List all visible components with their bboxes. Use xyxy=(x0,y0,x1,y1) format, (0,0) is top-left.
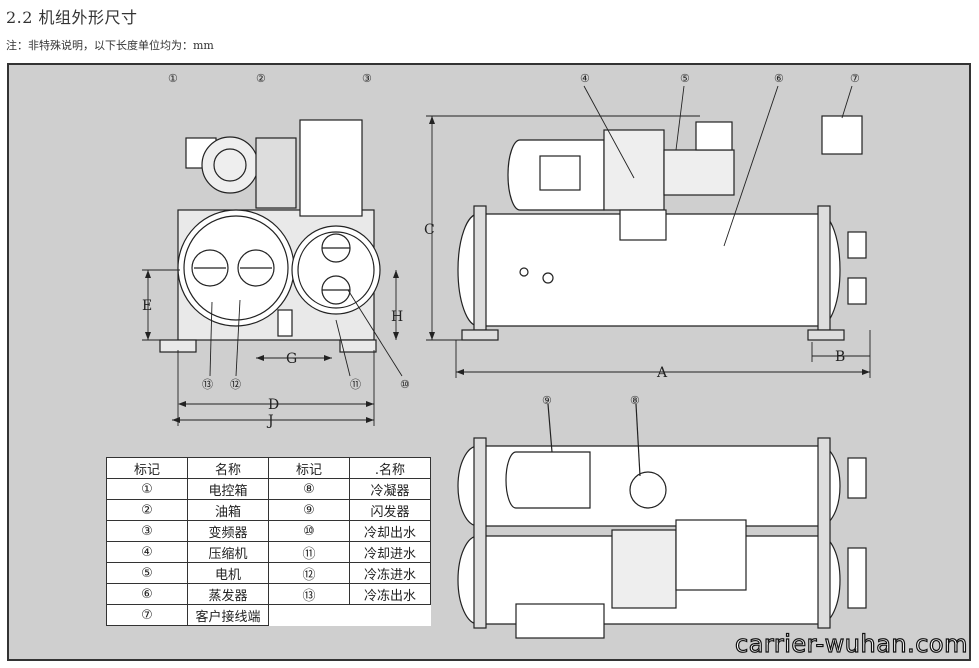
legend-cell: 客户接线端 xyxy=(187,604,269,626)
condenser-end xyxy=(291,225,381,315)
legend-cell: 电控箱 xyxy=(187,478,269,500)
legend-cell: ③ xyxy=(106,520,188,542)
legend-cell: 油箱 xyxy=(187,499,269,521)
legend-cell: 压缩机 xyxy=(187,541,269,563)
legend-cell: ④ xyxy=(106,541,188,563)
dim-h: H xyxy=(391,309,403,325)
dim-d: D xyxy=(268,397,279,413)
callout-10: ⑩ xyxy=(400,378,410,391)
side-view xyxy=(457,115,867,341)
callout-12: ⑫ xyxy=(230,378,241,391)
legend-cell: ⑧ xyxy=(268,478,350,500)
legend-row: ⑦ 客户接线端 xyxy=(106,604,431,626)
legend-header-row: 标记 名称 标记 .名称 xyxy=(106,457,431,479)
callout-7: ⑦ xyxy=(850,72,860,85)
flash-tank xyxy=(505,451,591,509)
legend-empty-cell xyxy=(269,605,350,626)
dim-b: B xyxy=(835,349,845,365)
legend-cell: 冷冻出水 xyxy=(349,583,431,605)
dim-c: C xyxy=(424,222,435,238)
legend-empty-cell xyxy=(350,605,431,626)
legend-cell: ⑦ xyxy=(106,604,188,626)
legend-cell: 冷却出水 xyxy=(349,520,431,542)
legend-cell: 冷冻进水 xyxy=(349,562,431,584)
dim-a: A xyxy=(656,365,668,381)
legend-cell: ⑪ xyxy=(268,541,350,563)
legend-cell: ⑬ xyxy=(268,583,350,605)
callout-5: ⑤ xyxy=(680,72,690,85)
callout-11: ⑪ xyxy=(350,378,361,391)
legend-cell: ⑥ xyxy=(106,583,188,605)
legend-cell: 冷却进水 xyxy=(349,541,431,563)
callout-3: ③ xyxy=(362,72,372,85)
page-title: 2.2 机组外形尺寸 xyxy=(6,8,138,27)
legend-cell: ⑫ xyxy=(268,562,350,584)
callout-13: ⑬ xyxy=(202,378,213,391)
legend-cell: 变频器 xyxy=(187,520,269,542)
site-watermark: carrier-wuhan.com xyxy=(734,629,968,658)
legend-cell: ⑤ xyxy=(106,562,188,584)
top-view xyxy=(457,403,867,639)
legend-cell: ⑩ xyxy=(268,520,350,542)
compressor xyxy=(603,129,665,211)
dim-g: G xyxy=(286,351,297,367)
callout-2: ② xyxy=(256,72,266,85)
callout-4: ④ xyxy=(580,72,590,85)
legend-cell: 蒸发器 xyxy=(187,583,269,605)
callout-6: ⑥ xyxy=(774,72,784,85)
legend-row: ⑤ 电机 ⑫ 冷冻进水 xyxy=(106,562,431,584)
callout-8: ⑧ xyxy=(630,394,640,407)
legend-row: ① 电控箱 ⑧ 冷凝器 xyxy=(106,478,431,500)
callout-9: ⑨ xyxy=(542,394,552,407)
dim-e: E xyxy=(142,298,152,314)
legend-header-cell: 标记 xyxy=(268,457,350,479)
legend-cell: ② xyxy=(106,499,188,521)
motor xyxy=(663,149,735,196)
legend-header-cell: .名称 xyxy=(349,457,431,479)
legend-row: ② 油箱 ⑨ 闪发器 xyxy=(106,499,431,521)
end-view xyxy=(159,119,381,353)
callout-1: ① xyxy=(168,72,178,85)
legend-header-cell: 标记 xyxy=(106,457,188,479)
legend-cell: 电机 xyxy=(187,562,269,584)
legend-cell: ① xyxy=(106,478,188,500)
inverter-box xyxy=(299,119,363,217)
legend-row: ⑥ 蒸发器 ⑬ 冷冻出水 xyxy=(106,583,431,605)
dim-j: J xyxy=(266,413,274,429)
legend-row: ④ 压缩机 ⑪ 冷却进水 xyxy=(106,541,431,563)
unit-note: 注：非特殊说明，以下长度单位均为：mm xyxy=(6,39,214,52)
client-terminal xyxy=(821,115,863,155)
legend-cell: 闪发器 xyxy=(349,499,431,521)
legend-table: 标记 名称 标记 .名称 ① 电控箱 ⑧ 冷凝器 ② 油箱 ⑨ 闪发器 ③ 变频… xyxy=(106,457,431,626)
legend-cell: 冷凝器 xyxy=(349,478,431,500)
legend-header-cell: 名称 xyxy=(187,457,269,479)
legend-cell: ⑨ xyxy=(268,499,350,521)
legend-row: ③ 变频器 ⑩ 冷却出水 xyxy=(106,520,431,542)
